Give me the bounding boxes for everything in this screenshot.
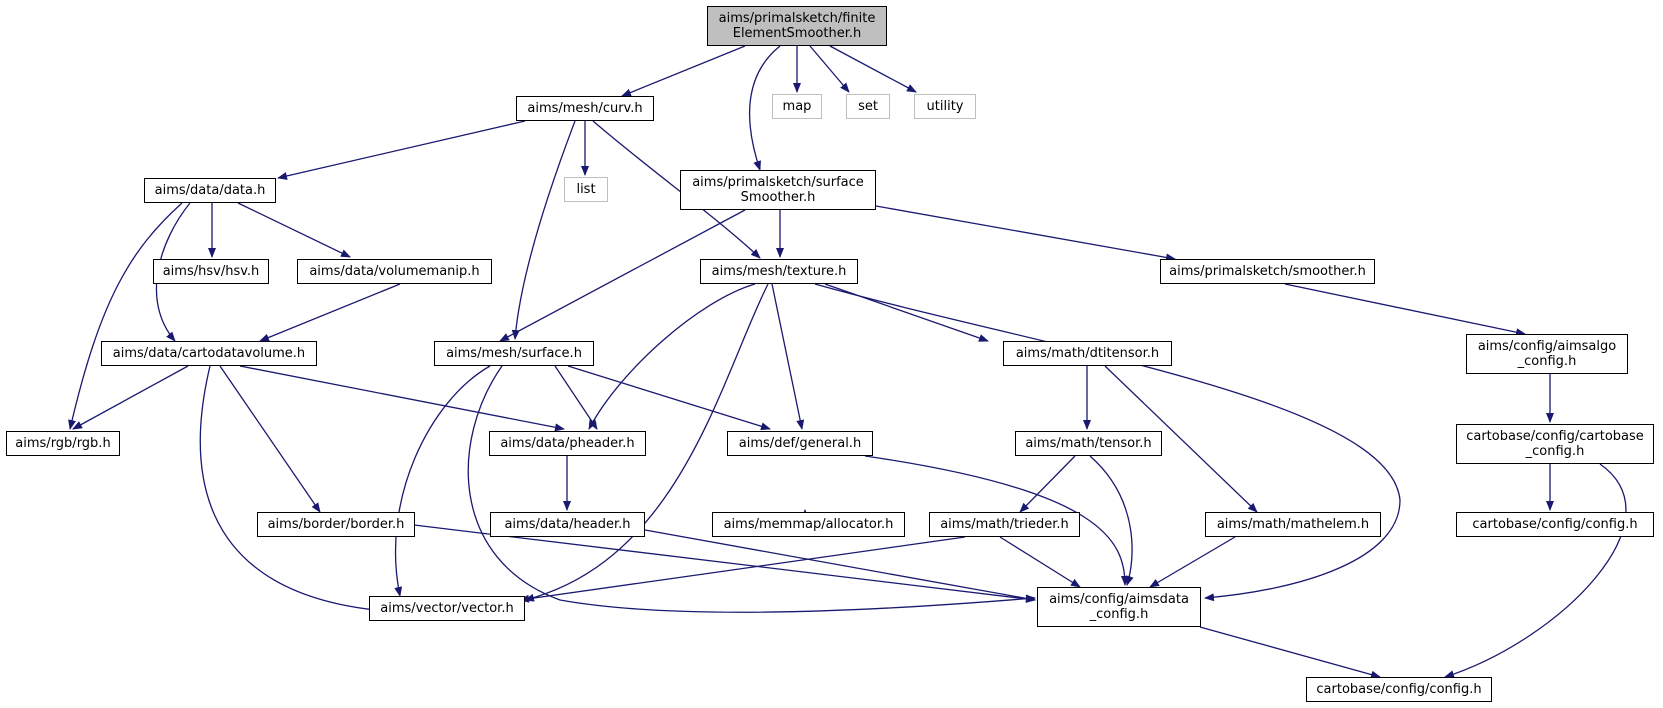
dependency-edge (809, 45, 850, 93)
node-cartobase-config-right[interactable]: cartobase/config/config.h (1456, 512, 1654, 537)
node-pheader[interactable]: aims/data/pheader.h (489, 431, 646, 456)
node-hsv[interactable]: aims/hsv/hsv.h (153, 259, 269, 284)
dependency-edge (199, 365, 401, 616)
dependency-edge (1284, 283, 1526, 337)
dependency-edge (519, 536, 966, 603)
node-cartobase-config[interactable]: cartobase/config/cartobase _config.h (1456, 424, 1654, 464)
dependency-edge (875, 205, 1176, 262)
dependency-edge (219, 365, 321, 513)
dependency-edge (771, 283, 805, 430)
node-map[interactable]: map (772, 94, 822, 119)
dependency-edge (511, 120, 576, 340)
node-set[interactable]: set (846, 94, 890, 119)
dependency-edge (748, 45, 781, 171)
dependency-edge (999, 536, 1081, 588)
node-general[interactable]: aims/def/general.h (727, 431, 873, 456)
node-header[interactable]: aims/data/header.h (490, 512, 645, 537)
node-aimsalgo-config[interactable]: aims/config/aimsalgo _config.h (1466, 334, 1628, 374)
dependency-edge (68, 202, 183, 430)
node-texture[interactable]: aims/mesh/texture.h (700, 259, 858, 284)
node-surface[interactable]: aims/mesh/surface.h (434, 341, 594, 366)
dependency-edge (621, 45, 746, 97)
node-rgb[interactable]: aims/rgb/rgb.h (6, 431, 120, 456)
dependency-edge (588, 283, 756, 430)
node-trieder[interactable]: aims/math/trieder.h (929, 512, 1080, 537)
dependency-edge (644, 529, 1036, 603)
dependency-edge (1444, 463, 1627, 679)
node-cartobase-config-bottom[interactable]: cartobase/config/config.h (1306, 677, 1492, 702)
dependency-edge (567, 365, 771, 431)
node-border[interactable]: aims/border/border.h (257, 512, 415, 537)
node-smoother[interactable]: aims/primalsketch/smoother.h (1160, 259, 1375, 284)
node-mathelem[interactable]: aims/math/mathelem.h (1205, 512, 1381, 537)
dependency-edge (814, 283, 1401, 602)
node-utility[interactable]: utility (914, 94, 976, 119)
dependency-edge (864, 455, 1129, 586)
dependency-edge (413, 524, 1036, 603)
node-aimsdata-config[interactable]: aims/config/aimsdata _config.h (1037, 587, 1201, 627)
dependency-edge (467, 365, 1036, 613)
dependency-edge (1199, 626, 1381, 679)
dependency-edge (1104, 365, 1258, 513)
dependency-edge (239, 365, 565, 432)
dependency-edge (829, 45, 917, 93)
dependency-edge (259, 283, 401, 342)
node-dtitensor[interactable]: aims/math/dtitensor.h (1003, 341, 1172, 366)
dependency-edge (554, 365, 598, 430)
node-vector[interactable]: aims/vector/vector.h (369, 596, 525, 621)
node-surface-smoother[interactable]: aims/primalsketch/surface Smoother.h (680, 170, 876, 210)
dependency-edge (277, 120, 526, 180)
node-tensor[interactable]: aims/math/tensor.h (1015, 431, 1162, 456)
dependency-edge (524, 283, 769, 602)
node-cartodatavolume[interactable]: aims/data/cartodatavolume.h (101, 341, 317, 366)
dependency-edge (237, 202, 351, 258)
node-list[interactable]: list (564, 177, 608, 202)
dependency-edge (72, 365, 189, 430)
dependency-edge (499, 209, 746, 342)
dependency-edge (1089, 455, 1134, 586)
dependency-edge (1149, 536, 1236, 588)
node-allocator[interactable]: aims/memmap/allocator.h (712, 512, 905, 537)
node-data[interactable]: aims/data/data.h (144, 178, 276, 203)
node-finite-element-smoother[interactable]: aims/primalsketch/finite ElementSmoother… (707, 6, 887, 46)
dependency-edge (1019, 455, 1076, 513)
dependency-edge (394, 365, 491, 597)
node-curv[interactable]: aims/mesh/curv.h (516, 96, 654, 121)
node-volumemanip[interactable]: aims/data/volumemanip.h (297, 259, 492, 284)
dependency-edge (824, 283, 989, 342)
